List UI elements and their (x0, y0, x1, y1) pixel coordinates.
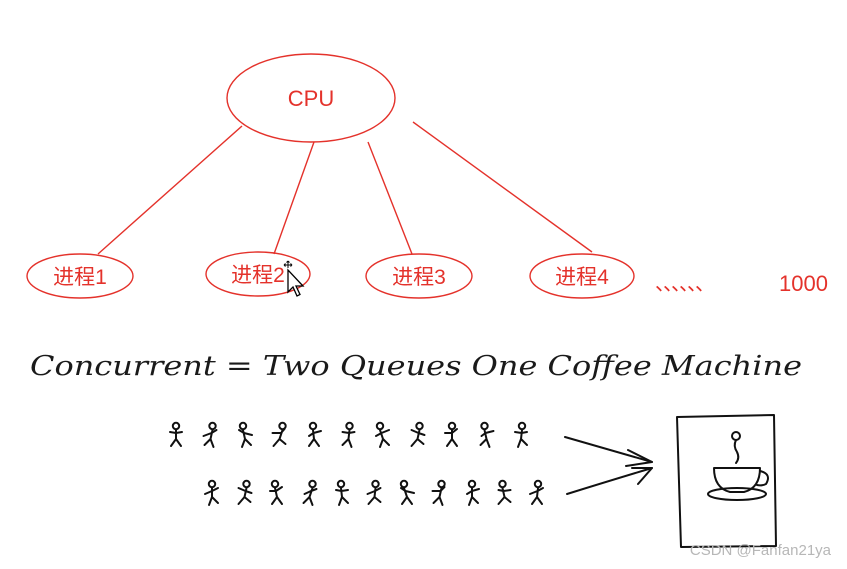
process-node-2: 进程2 (205, 251, 311, 297)
person-figure (410, 421, 426, 447)
person-figure (202, 421, 218, 448)
person-figure (341, 421, 356, 448)
process-label-3: 进程3 (392, 266, 446, 289)
cpu-node: CPU (226, 53, 396, 143)
process-label-2: 进程2 (231, 264, 285, 287)
connector-line-4 (412, 121, 593, 253)
person-figure (479, 421, 495, 448)
process-ellipse-3 (365, 253, 473, 299)
coffee-cup-icon (707, 431, 769, 501)
queue-top (169, 421, 528, 448)
process-node-1: 进程1 (26, 253, 134, 299)
watermark: CSDN @Fanfan21ya (690, 542, 832, 559)
arrow-bottom (566, 467, 653, 495)
connector-line-3 (367, 141, 413, 255)
person-figure (497, 479, 512, 505)
person-figure (431, 479, 446, 506)
connector-lines (97, 121, 593, 255)
person-figure (302, 479, 318, 506)
person-figure (237, 479, 253, 505)
cursor-icon (283, 260, 305, 297)
person-figure (466, 479, 480, 506)
process-count: 1000 (779, 271, 828, 296)
person-figure (366, 479, 382, 505)
cpu-ellipse (226, 53, 396, 143)
person-figure (238, 421, 253, 448)
process-ellipse-1 (26, 253, 134, 299)
process-node-4: 进程4 (529, 253, 635, 299)
process-node-3: 进程3 (365, 253, 473, 299)
coffee-machine (676, 414, 777, 548)
queue-bottom (204, 479, 544, 506)
process-label-1: 进程1 (53, 266, 107, 289)
person-figure (204, 479, 219, 506)
connector-line-2 (273, 141, 315, 255)
process-label-4: 进程4 (555, 266, 609, 289)
cpu-label: CPU (288, 86, 334, 111)
person-figure (399, 479, 415, 505)
process-ellipse-2 (205, 251, 311, 297)
person-figure (514, 421, 528, 448)
process-ellipse-4 (529, 253, 635, 299)
connector-line-1 (97, 125, 243, 255)
caption-text: Concurrent = Two Queues One Coffee Machi… (30, 351, 802, 382)
person-figure (269, 479, 283, 505)
person-figure (169, 421, 183, 447)
person-figure (529, 479, 544, 505)
arrow-top (564, 436, 653, 467)
person-figure (271, 421, 287, 447)
person-figure (444, 421, 458, 447)
ellipsis-marks: 、、、、、、 (655, 273, 713, 295)
person-figure (335, 479, 349, 506)
person-figure (375, 421, 390, 448)
person-figure (308, 421, 322, 447)
